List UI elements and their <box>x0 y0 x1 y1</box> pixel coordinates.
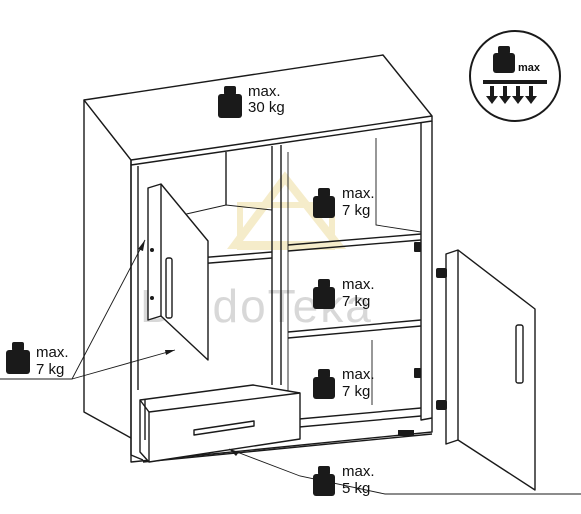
weight-line1: max. <box>342 463 375 480</box>
weight-label-shelf2: max. 7 kg <box>313 276 375 310</box>
weight-icon <box>313 279 335 309</box>
weight-line1: max. <box>342 366 375 383</box>
weight-label-top: max. 30 kg <box>218 83 285 118</box>
max-load-badge: max <box>469 30 561 122</box>
weight-line1: max. <box>248 83 281 100</box>
hinge-icons <box>414 242 447 410</box>
weight-line1: max. <box>342 276 375 293</box>
weight-icon <box>493 46 515 73</box>
weight-line2: 7 kg <box>342 293 370 310</box>
down-arrows-icon <box>486 86 537 104</box>
weight-line2: 5 kg <box>342 480 370 497</box>
weight-label-left: max. 7 kg <box>6 342 69 378</box>
weight-line1: max. <box>342 185 375 202</box>
weight-line2: 7 kg <box>342 383 370 400</box>
weight-label-shelf3: max. 7 kg <box>313 366 375 400</box>
weight-icon <box>313 188 335 218</box>
badge-label: max <box>518 62 541 74</box>
weight-icon <box>313 369 335 399</box>
weight-line1: max. <box>36 344 69 361</box>
weight-icon <box>218 86 242 118</box>
drawer-handle <box>193 420 255 436</box>
cabinet <box>83 54 433 463</box>
pointer-arrows <box>0 239 581 495</box>
weight-line2: 7 kg <box>36 361 64 378</box>
drawer <box>139 384 301 463</box>
right-door <box>414 242 536 491</box>
weight-label-drawer: max. 5 kg <box>313 463 375 497</box>
weight-icon <box>313 466 335 496</box>
watermark-house-icon <box>227 171 347 250</box>
weight-line2: 7 kg <box>342 202 370 219</box>
weight-label-shelf1: max. 7 kg <box>313 185 375 219</box>
weight-icon <box>6 342 30 374</box>
right-door-handle <box>515 324 524 384</box>
left-door <box>147 183 209 361</box>
left-door-handle <box>165 257 173 319</box>
weight-line2: 30 kg <box>248 99 285 116</box>
